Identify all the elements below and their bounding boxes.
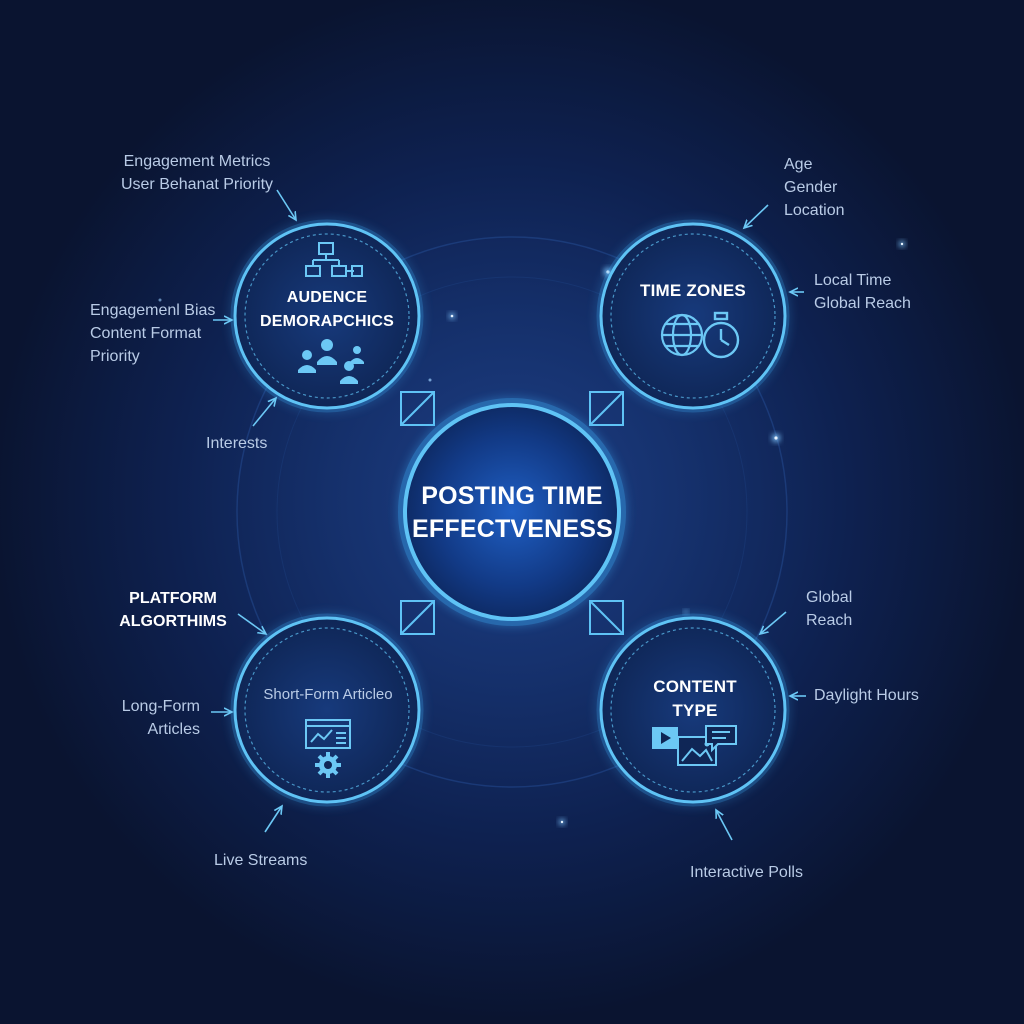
center-node — [398, 398, 626, 626]
arrow-engagement-metrics — [276, 189, 296, 220]
arrow-age-gender — [744, 204, 769, 228]
background-orbit — [236, 236, 788, 788]
hierarchy-icon — [305, 242, 363, 277]
arrow-interests — [252, 398, 276, 427]
global-text: Global — [806, 589, 853, 606]
gear-icon — [315, 752, 341, 778]
time-zones-title-text: TIME ZONES — [640, 281, 746, 300]
node-ring-audience — [230, 219, 424, 413]
time-zones-title: TIME ZONES — [623, 279, 763, 303]
video-play-icon — [652, 727, 678, 749]
short-form-articles-label: Short-Form Articleo — [263, 686, 393, 703]
priority-text: Priority — [90, 348, 140, 365]
engagement-bias-text: Engagemenl Bias — [90, 302, 216, 319]
reach-text: Reach — [806, 612, 853, 629]
center-title-line2: EFFECTVENESS — [412, 515, 614, 543]
label-engagement-metrics: Engagement Metrics User Behanat Priority — [108, 150, 286, 196]
engagement-metrics-text: Engagement Metrics — [123, 153, 271, 170]
label-local-time: Local Time Global Reach — [814, 269, 911, 315]
image-icon — [677, 736, 717, 766]
background-orbit-inner — [276, 276, 748, 748]
arrow-live-streams — [264, 806, 282, 833]
platform-title-line2: ALGORTHIMS — [119, 613, 227, 630]
gender-text: Gender — [784, 179, 838, 196]
arrow-polls — [716, 810, 733, 841]
long-form-text: Long-Form — [121, 698, 200, 715]
label-global-reach: Global Reach — [806, 586, 852, 632]
connector-squares — [400, 391, 624, 635]
label-long-form: Long-Form Articles — [100, 695, 200, 741]
center-title-line1: POSTING TIME — [421, 482, 603, 510]
age-text: Age — [784, 156, 813, 173]
label-age-gender-location: Age Gender Location — [784, 153, 845, 222]
people-icon — [298, 339, 364, 384]
arrow-platform — [237, 613, 266, 634]
label-engagement-bias: Engagemenl Bias Content Format Priority — [90, 299, 215, 368]
center-title: POSTING TIME EFFECTVENESS — [412, 480, 614, 546]
pointer-arrows — [211, 189, 806, 841]
audience-demographics-title: AUDENCE DEMORAPCHICS — [257, 286, 397, 334]
audience-title-line1: AUDENCE — [286, 289, 368, 306]
node-ring-content — [596, 613, 790, 807]
label-interests: Interests — [206, 435, 268, 452]
content-title-line2: TYPE — [672, 701, 718, 720]
platform-algorithms-title: PLATFORM ALGORTHIMS — [118, 587, 228, 633]
content-format-text: Content Format — [90, 325, 202, 342]
global-reach-right-text: Global Reach — [814, 295, 911, 312]
platform-title-line1: PLATFORM — [129, 590, 217, 607]
user-behavior-text: User Behanat Priority — [120, 176, 274, 193]
analytics-window-icon — [305, 719, 351, 749]
label-live-streams: Live Streams — [214, 852, 308, 869]
label-interactive-polls: Interactive Polls — [690, 864, 803, 881]
location-text: Location — [784, 202, 845, 219]
content-title-line1: CONTENT — [653, 677, 737, 696]
node-ring-timezones — [596, 219, 790, 413]
stopwatch-icon — [702, 311, 740, 359]
audience-title-line2: DEMORAPCHICS — [260, 313, 394, 330]
globe-icon — [660, 313, 704, 357]
articles-text: Articles — [147, 721, 200, 738]
chat-icon — [705, 725, 737, 753]
content-type-title: CONTENT TYPE — [625, 675, 765, 723]
local-time-text: Local Time — [814, 272, 892, 289]
arrow-global-reach — [760, 611, 787, 634]
label-daylight-hours: Daylight Hours — [814, 687, 919, 704]
